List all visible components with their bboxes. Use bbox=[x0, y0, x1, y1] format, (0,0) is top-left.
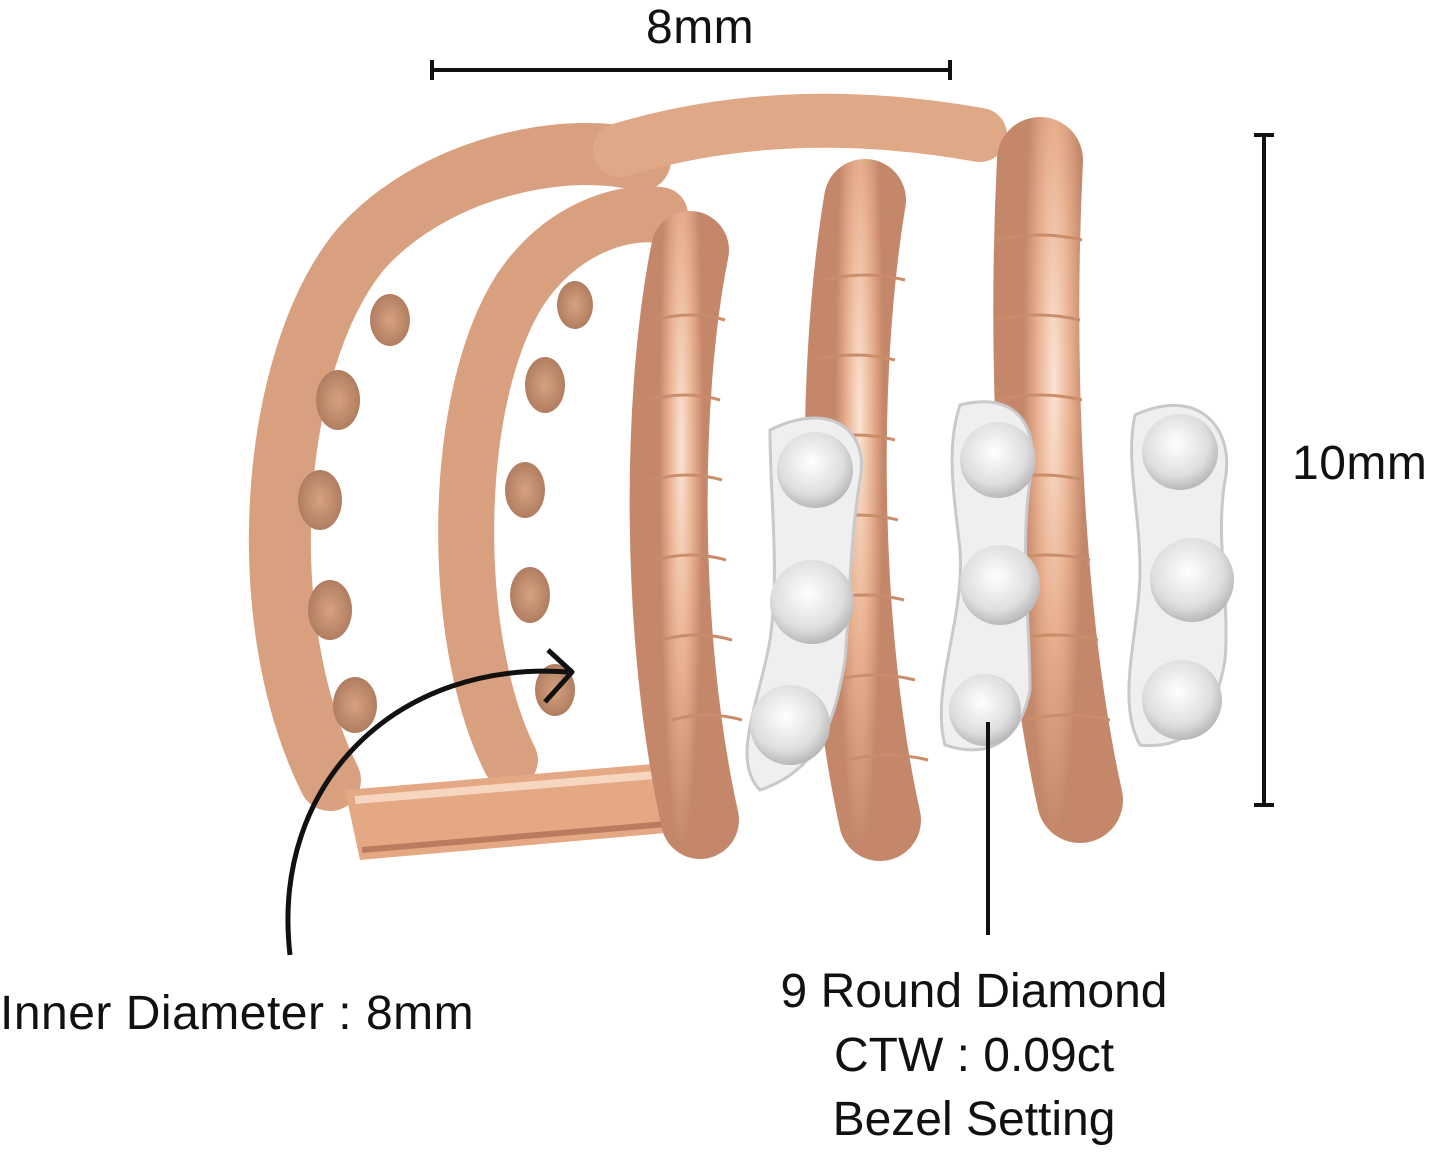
diamond-setting-1 bbox=[745, 416, 863, 792]
height-dimension-label: 10mm bbox=[1292, 437, 1428, 490]
diamond-setting-3 bbox=[1127, 403, 1234, 748]
back-band-holes bbox=[298, 281, 593, 733]
bead-dividers bbox=[649, 233, 1111, 762]
base-bar bbox=[345, 760, 700, 860]
diamond-spec-block: 9 Round Diamond CTW : 0.09ct Bezel Setti… bbox=[724, 960, 1224, 1152]
front-band-1 bbox=[629, 211, 739, 859]
diamond-setting-2 bbox=[939, 400, 1040, 752]
width-dimension-label: 8mm bbox=[646, 1, 755, 54]
spec-carat-weight: CTW : 0.09ct bbox=[833, 1029, 1115, 1082]
height-dimension-line bbox=[1254, 133, 1274, 807]
back-ring-band bbox=[248, 93, 1007, 811]
width-dimension-line bbox=[430, 60, 952, 80]
front-band-3 bbox=[993, 117, 1123, 843]
inner-diameter-label: Inner Diameter : 8mm bbox=[0, 987, 475, 1040]
spec-setting-type: Bezel Setting bbox=[832, 1093, 1116, 1146]
spec-stone-count: 9 Round Diamond bbox=[780, 965, 1168, 1018]
inner-diameter-arrow bbox=[285, 648, 575, 956]
